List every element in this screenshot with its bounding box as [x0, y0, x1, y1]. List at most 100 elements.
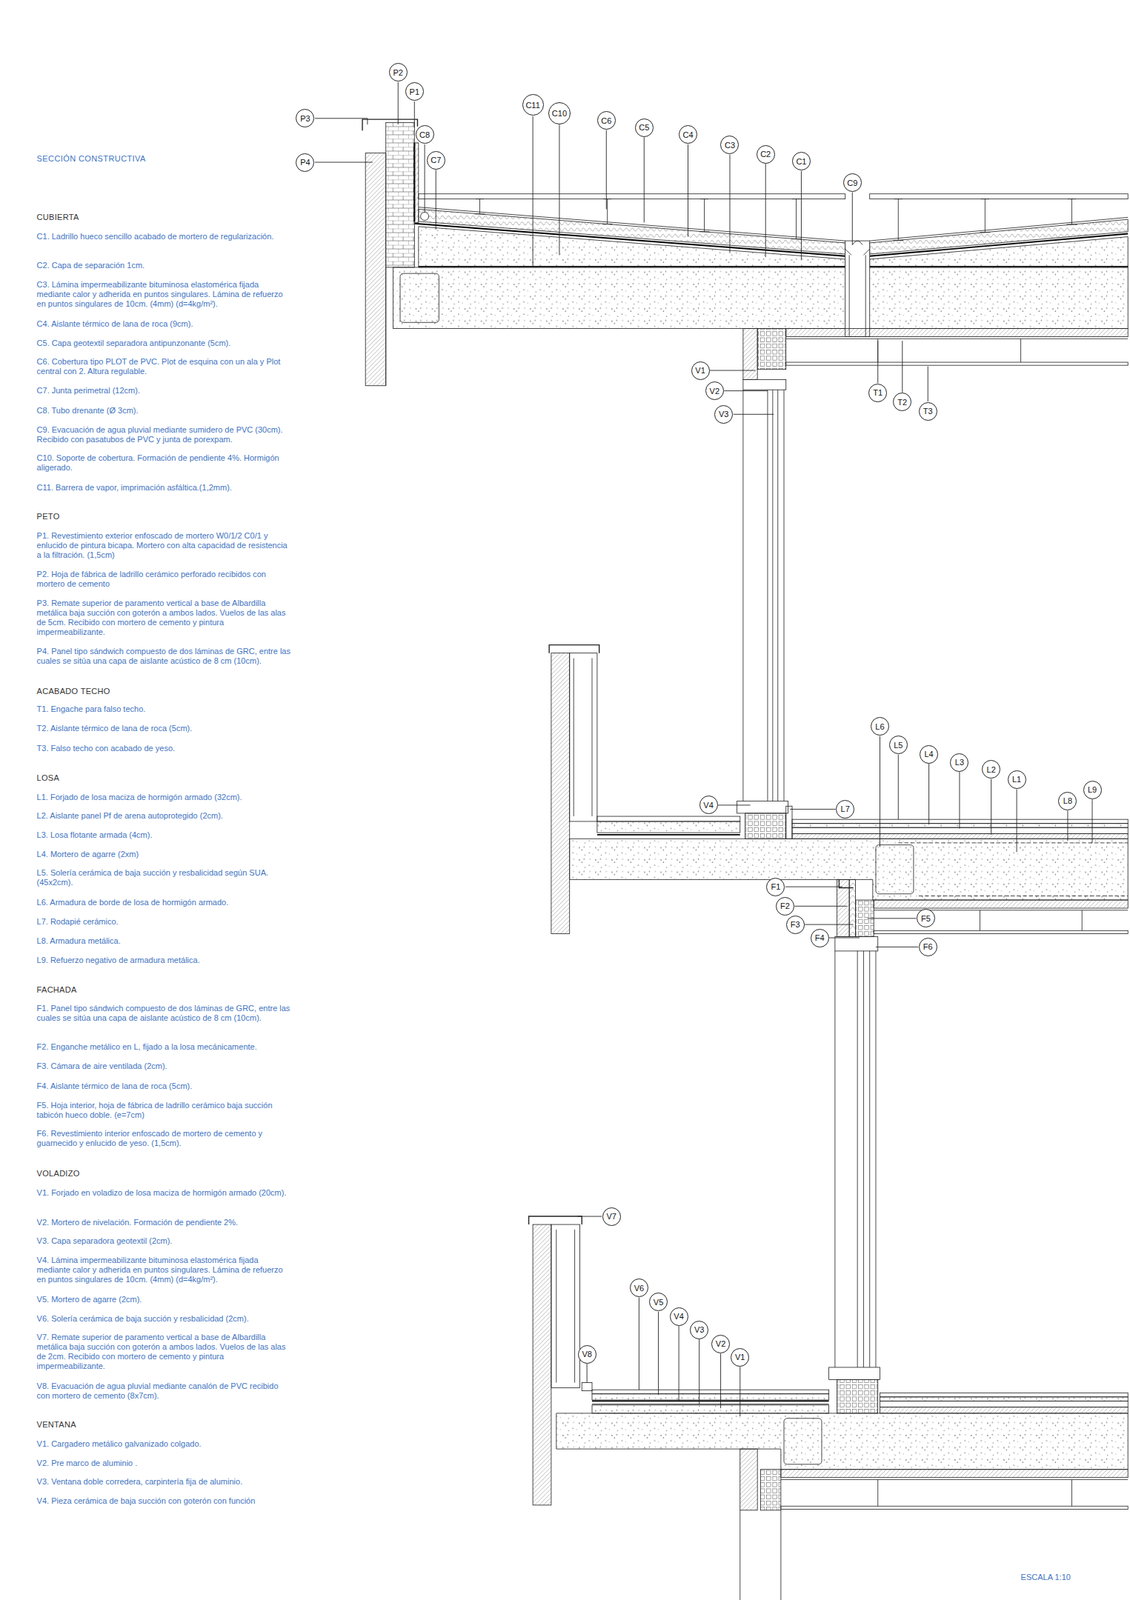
- callout-circle: V3: [689, 1321, 709, 1340]
- sheet-title: SECCIÓN CONSTRUCTIVA: [37, 154, 146, 164]
- roof-layers-part: [845, 240, 870, 337]
- facade-lower-part: [760, 1470, 781, 1511]
- callout-circle: T2: [892, 392, 912, 412]
- legend-note: C11. Barrera de vapor, imprimación asfál…: [37, 483, 292, 493]
- callout-circle: V2: [711, 1335, 730, 1354]
- floor-slab-lower-part: [879, 1407, 1128, 1414]
- legend-note: L3. Losa flotante armada (4cm).: [37, 830, 292, 841]
- floor-slab-middle-part: [792, 833, 1128, 839]
- roof-layers-part: [845, 240, 870, 337]
- legend-note: V4. Pieza cerámica de baja succión con g…: [37, 1496, 292, 1507]
- leader-line: [789, 809, 836, 810]
- callout-number: P4: [300, 157, 310, 167]
- legend-note: T3. Falso techo con acabado de yeso.: [37, 743, 292, 754]
- legend-note: V3. Capa separadora geotextil (2cm).: [37, 1236, 292, 1247]
- callout-circle: L8: [1058, 792, 1077, 811]
- callout-number: F3: [790, 920, 801, 930]
- roof-layers-part: [418, 194, 846, 200]
- roof-slab-part: [400, 273, 439, 323]
- callout-circle: C4: [678, 125, 698, 144]
- leader-line: [314, 162, 373, 164]
- callout-number: V2: [715, 1339, 726, 1349]
- callout-number: L5: [893, 740, 903, 750]
- callout-circle: L7: [835, 800, 855, 819]
- callout-number: F4: [815, 933, 825, 943]
- balcony-lower-part: [529, 1216, 583, 1225]
- callout-circle: L5: [889, 735, 908, 755]
- callout-number: C11: [525, 100, 540, 110]
- roof-parapet-part: [386, 122, 415, 268]
- callout-circle: C9: [843, 173, 862, 192]
- callout-circle: L6: [870, 717, 890, 736]
- callout-circle: F6: [918, 938, 938, 957]
- legend-note: C9. Evacuación de agua pluvial mediante …: [37, 425, 292, 445]
- leader-line: [532, 116, 534, 268]
- facade-lower: [740, 1449, 1128, 1600]
- leader-line: [678, 1326, 680, 1402]
- roof-parapet: [362, 119, 419, 387]
- legend-note: C7. Junta perimetral (12cm).: [37, 386, 292, 396]
- leader-line: [643, 137, 645, 223]
- callout-number: L8: [1063, 796, 1073, 806]
- roof-layers-part: [869, 219, 1129, 255]
- legend-note: V7. Remate superior de paramento vertica…: [37, 1333, 292, 1372]
- leader-line: [765, 163, 767, 258]
- roof-layers-part: [418, 266, 1128, 267]
- balcony-lower-part: [592, 1404, 830, 1405]
- callout-number: C2: [760, 149, 771, 159]
- callout-number: V6: [634, 1284, 644, 1294]
- legend-note: V2. Pre marco de aluminio .: [37, 1458, 292, 1469]
- leader-line: [958, 772, 960, 830]
- callout-circle: L9: [1083, 780, 1102, 800]
- balcony-lower-part: [592, 1394, 830, 1401]
- section-heading: FACHADA: [37, 985, 292, 996]
- legend-note: L6. Armadura de borde de losa de hormigó…: [37, 898, 292, 908]
- callout-number: C5: [638, 123, 650, 132]
- leader-line: [687, 144, 689, 238]
- callout-number: T3: [923, 406, 933, 416]
- callout-circle: L1: [1007, 770, 1027, 790]
- floor-slab-lower-part: [879, 1401, 1128, 1408]
- callout-circle: V8: [577, 1345, 597, 1365]
- callout-circle: V5: [649, 1293, 668, 1312]
- callout-circle: P3: [295, 108, 315, 128]
- balcony-middle-part: [745, 813, 787, 839]
- roof-layers: [414, 194, 1128, 338]
- floor-slab-lower-part: [879, 1397, 1128, 1402]
- balcony-lower-part: [592, 1390, 830, 1395]
- legend-note: C3. Lámina impermeabilizante bituminosa …: [37, 280, 292, 309]
- section-heading: LOSA: [37, 773, 292, 784]
- callout-circle: L3: [949, 753, 969, 773]
- legend-note: C8. Tubo drenante (Ø 3cm).: [37, 406, 292, 416]
- section-heading: VOLADIZO: [37, 1169, 292, 1179]
- callout-circle: P2: [389, 62, 408, 82]
- leader-line: [638, 1298, 640, 1391]
- window-upper-part: [757, 328, 787, 370]
- leader-line: [875, 946, 919, 948]
- callout-number: C4: [682, 130, 693, 140]
- leader-line: [314, 118, 368, 125]
- balcony-middle-part: [597, 834, 741, 836]
- floor-slab-middle-part: [898, 843, 1128, 897]
- leader-line: [928, 763, 930, 825]
- callout-circle: V7: [602, 1207, 621, 1227]
- callout-number: L3: [955, 758, 965, 767]
- legend-note: F1. Panel tipo sándwich compuesto de dos…: [37, 1004, 292, 1024]
- balcony-middle-part: [573, 658, 593, 818]
- legend-note: L7. Rodapié cerámico.: [37, 917, 292, 927]
- window-upper-part: [743, 328, 758, 381]
- callout-number: V2: [709, 386, 720, 396]
- legend-note: V1. Forjado en voladizo de losa maciza d…: [37, 1188, 292, 1199]
- section-heading: CUBIERTA: [37, 212, 292, 223]
- legend-note: L2. Aislante panel Pf de arena autoprote…: [37, 811, 292, 822]
- leader-line: [801, 171, 802, 261]
- balcony-middle-part: [597, 816, 741, 822]
- callout-number: L4: [924, 749, 933, 759]
- legend-note: L1. Forjado de losa maciza de hormigón a…: [37, 792, 292, 803]
- callout-circle: C8: [415, 125, 435, 144]
- callout-number: V8: [581, 1350, 592, 1359]
- callout-number: F1: [771, 882, 781, 892]
- callout-circle: V2: [705, 381, 724, 401]
- floor-slab-middle-part: [792, 827, 1128, 834]
- floor-slab-lower-part: [556, 1413, 1128, 1471]
